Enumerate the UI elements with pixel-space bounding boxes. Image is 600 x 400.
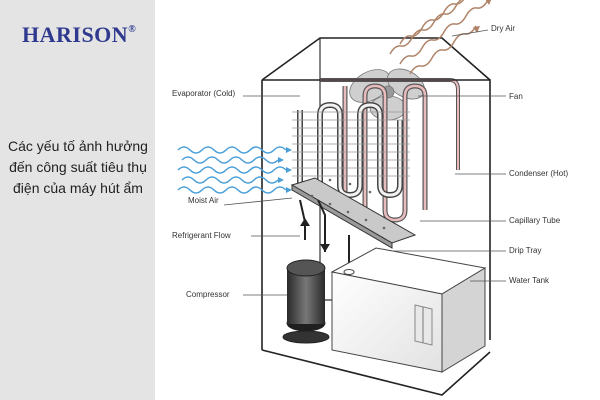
compressor: [282, 259, 330, 344]
moist-air-arrowheads: [278, 147, 292, 193]
refrigerant-arrows: [300, 218, 330, 252]
cabinet-frame: [261, 37, 491, 396]
label-dry-air: Dry Air: [491, 24, 515, 33]
brand-logo: HARISON®: [22, 22, 136, 48]
label-moist-air: Moist Air: [188, 196, 219, 205]
moist-air-waves: [177, 146, 287, 194]
dry-air-waves: [389, 0, 489, 75]
leader-lines: [223, 29, 506, 296]
label-condenser: Condenser (Hot): [509, 169, 569, 178]
label-capillary-tube: Capillary Tube: [509, 216, 561, 225]
label-compressor: Compressor: [186, 290, 230, 299]
brand-name: HARISON: [22, 22, 129, 47]
water-tank: [330, 247, 487, 373]
label-fan: Fan: [509, 92, 523, 101]
label-evaporator: Evaporator (Cold): [172, 89, 236, 98]
caption-text: Các yếu tố ảnh hưởng đến công suất tiêu …: [8, 138, 148, 196]
sidebar-panel: HARISON® Các yếu tố ảnh hưởng đến công s…: [0, 0, 155, 400]
dry-air-arrowheads: [473, 0, 492, 33]
registered-mark: ®: [128, 23, 137, 35]
label-drip-tray: Drip Tray: [509, 246, 542, 255]
label-water-tank: Water Tank: [509, 276, 550, 285]
water-drops: [310, 178, 386, 230]
label-refrigerant-flow: Refrigerant Flow: [172, 231, 231, 240]
dehumidifier-diagram: [177, 0, 506, 396]
